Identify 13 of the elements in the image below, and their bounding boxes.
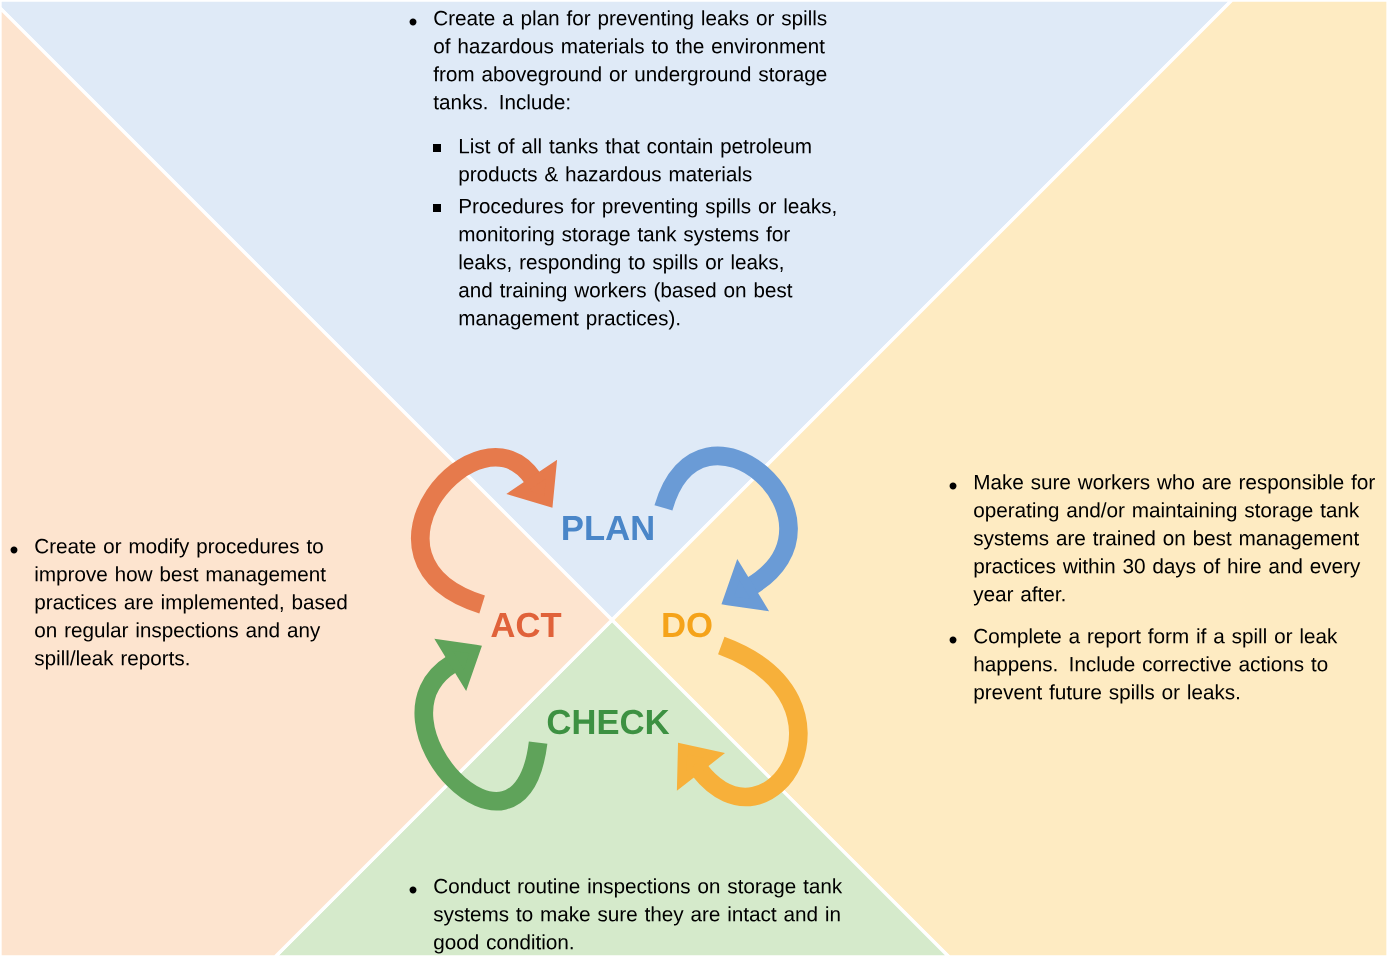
cycle-arrow [411,448,558,613]
cycle-arrow [676,637,808,806]
bullet-text: Create a plan for preventing leaks or spills of hazardous materials to the environment from aboveground or underground storage tanks. Include: [433,10,827,110]
stage-heading: CHECK [547,709,670,735]
stage-heading: ACT [491,612,562,638]
bullet-text: Complete a report form if a spill or leak happens. Include corrective actions to prevent future spills or leaks. [974,628,1338,704]
stage-heading: PLAN [563,516,653,540]
bullet-text: Create or modify procedures to improve how best management practices are implemented, based on regular inspections and any spill/leak reports. [34,538,347,670]
bullet-text: List of all tanks that contain petroleum products & hazardous materials [459,138,811,186]
bullet-text: Conduct routine inspections on storage tank systems to make sure they are intact and in good condition. [433,878,843,954]
bullet-text: Procedures for preventing spills or leaks, monitoring storage tank systems for leaks, responding to spills or leaks, and training workers (based on best management practices). [459,198,836,330]
bullet-text: Make sure workers who are responsible for operating and/or maintaining storage tank systems are trained on best management practices within 30 days of hire and every year after. [973,474,1375,606]
stage-heading: DO [663,612,712,638]
